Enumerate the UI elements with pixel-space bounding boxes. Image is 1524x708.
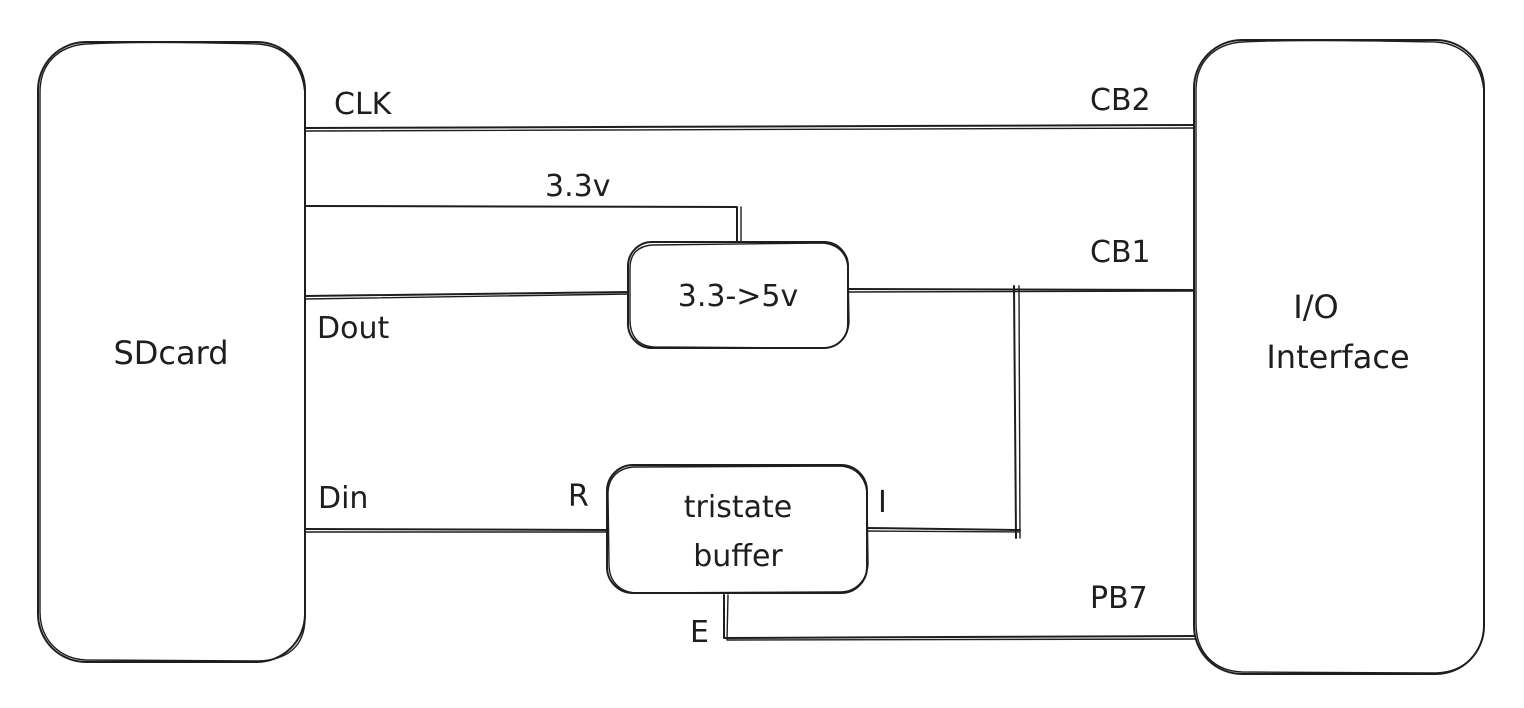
cb1-to-buffer-wire bbox=[1013, 285, 1017, 539]
pb7-enable-wire bbox=[723, 594, 1198, 639]
din-wire bbox=[304, 528, 611, 531]
dout-label: Dout bbox=[317, 311, 389, 346]
wires bbox=[304, 124, 1198, 641]
pin-labels: R I E bbox=[568, 479, 887, 650]
signal-labels: CLK 3.3v Dout Din CB2 CB1 PB7 bbox=[317, 83, 1151, 616]
converter-label: 3.3->5v bbox=[678, 279, 799, 314]
dout-wire bbox=[304, 291, 631, 297]
cb2-label: CB2 bbox=[1090, 83, 1151, 118]
buffer-label-line1: tristate bbox=[684, 490, 792, 525]
cb1-wire bbox=[847, 288, 1198, 291]
sdcard-label: SDcard bbox=[113, 334, 228, 372]
io-label-line2: Interface bbox=[1266, 338, 1409, 376]
sdcard-block: SDcard bbox=[37, 41, 306, 663]
v33-wire bbox=[304, 205, 738, 246]
clk-label: CLK bbox=[334, 87, 393, 122]
clk-wire bbox=[304, 124, 1198, 129]
cb1-label: CB1 bbox=[1090, 235, 1151, 270]
buffer-label-line2: buffer bbox=[693, 539, 783, 574]
din-label: Din bbox=[318, 481, 368, 516]
pin-r-label: R bbox=[568, 479, 589, 514]
tristate-buffer-block: tristate buffer bbox=[606, 464, 869, 594]
v33-label: 3.3v bbox=[545, 169, 610, 204]
io-interface-block: I/O Interface bbox=[1193, 39, 1485, 675]
buffer-i-wire bbox=[865, 527, 1021, 531]
pin-e-label: E bbox=[690, 615, 709, 650]
io-label-line1: I/O bbox=[1293, 288, 1338, 326]
level-converter-block: 3.3->5v bbox=[627, 241, 850, 349]
pin-i-label: I bbox=[878, 485, 887, 520]
pb7-label: PB7 bbox=[1090, 581, 1148, 616]
